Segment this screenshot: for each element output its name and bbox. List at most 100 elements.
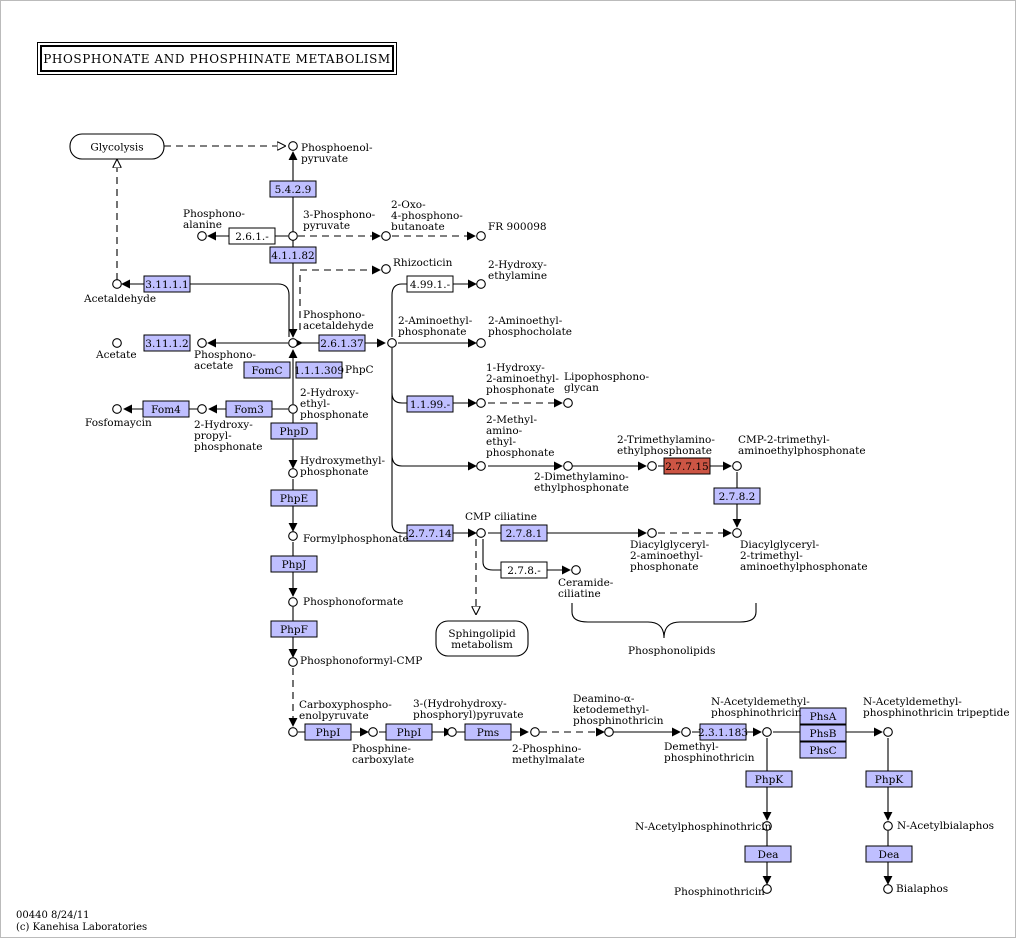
compound-node[interactable]	[647, 461, 657, 471]
enzyme-box[interactable]	[500, 561, 548, 579]
compound-node[interactable]	[762, 884, 772, 894]
compound-node[interactable]	[112, 279, 122, 289]
enzyme-e41182[interactable]: 4.1.1.82	[269, 246, 317, 264]
enzyme-box[interactable]	[799, 707, 847, 725]
enzyme-box[interactable]	[663, 457, 711, 475]
compound-node[interactable]	[476, 231, 486, 241]
enzyme-phsa[interactable]: PhsA	[799, 707, 847, 725]
enzyme-box[interactable]	[745, 770, 793, 788]
compound-node[interactable]	[288, 468, 298, 478]
enzyme-e5429[interactable]: 5.4.2.9	[269, 180, 317, 198]
compound-node[interactable]	[197, 338, 207, 348]
enzyme-box[interactable]	[464, 723, 512, 741]
enzyme-e27714[interactable]: 2.7.7.14	[406, 524, 454, 542]
compound-node[interactable]	[762, 727, 772, 737]
compound-node[interactable]	[288, 231, 298, 241]
enzyme-phpj[interactable]: PhpJ	[270, 555, 318, 573]
enzyme-fomc[interactable]: FomC	[243, 361, 291, 379]
enzyme-e261[interactable]: 2.6.1.-	[228, 227, 276, 245]
compound-node[interactable]	[571, 565, 581, 575]
compound-node[interactable]	[681, 727, 691, 737]
compound-node[interactable]	[476, 398, 486, 408]
enzyme-box[interactable]	[406, 524, 454, 542]
enzyme-phpe[interactable]: PhpE	[270, 489, 318, 507]
enzyme-e26137[interactable]: 2.6.1.37	[318, 334, 366, 352]
enzyme-box[interactable]	[304, 723, 352, 741]
enzyme-box[interactable]	[865, 845, 913, 863]
enzyme-box[interactable]	[143, 334, 191, 352]
compound-node[interactable]	[381, 264, 391, 274]
enzyme-e111309[interactable]: 1.1.1.309	[294, 361, 344, 379]
compound-node[interactable]	[647, 528, 657, 538]
enzyme-box[interactable]	[270, 555, 318, 573]
compound-node[interactable]	[762, 821, 772, 831]
compound-node[interactable]	[476, 279, 486, 289]
compound-node[interactable]	[381, 231, 391, 241]
enzyme-box[interactable]	[270, 422, 318, 440]
enzyme-box[interactable]	[318, 334, 366, 352]
compound-node[interactable]	[197, 404, 207, 414]
enzyme-phpf[interactable]: PhpF	[270, 620, 318, 638]
compound-node[interactable]	[288, 531, 298, 541]
compound-node[interactable]	[447, 727, 457, 737]
enzyme-e4991[interactable]: 4.99.1.-	[406, 275, 454, 293]
enzyme-e27715[interactable]: 2.7.7.15	[663, 457, 711, 475]
compound-node[interactable]	[112, 404, 122, 414]
enzyme-phpk1[interactable]: PhpK	[745, 770, 793, 788]
compound-node[interactable]	[288, 727, 298, 737]
compound-node[interactable]	[112, 338, 122, 348]
enzyme-box[interactable]	[269, 180, 317, 198]
enzyme-box[interactable]	[385, 723, 433, 741]
enzyme-fom3[interactable]: Fom3	[225, 400, 273, 418]
compound-node[interactable]	[288, 657, 298, 667]
enzyme-box[interactable]	[713, 487, 761, 505]
compound-node[interactable]	[476, 338, 486, 348]
enzyme-fom4[interactable]: Fom4	[142, 400, 190, 418]
enzyme-dea2[interactable]: Dea	[865, 845, 913, 863]
compound-node[interactable]	[732, 528, 742, 538]
enzyme-box[interactable]	[142, 400, 190, 418]
enzyme-box[interactable]	[406, 395, 454, 413]
enzyme-box[interactable]	[270, 620, 318, 638]
compound-node[interactable]	[288, 597, 298, 607]
enzyme-box[interactable]	[799, 741, 847, 759]
compound-node[interactable]	[368, 727, 378, 737]
enzyme-e231183[interactable]: 2.3.1.183	[698, 723, 748, 741]
compound-node[interactable]	[197, 231, 207, 241]
compound-node[interactable]	[883, 821, 893, 831]
enzyme-box[interactable]	[699, 723, 747, 741]
enzyme-phpd[interactable]: PhpD	[270, 422, 318, 440]
compound-node[interactable]	[563, 398, 573, 408]
compound-node[interactable]	[476, 461, 486, 471]
compound-node[interactable]	[387, 338, 397, 348]
compound-node[interactable]	[883, 884, 893, 894]
enzyme-box[interactable]	[143, 275, 191, 293]
enzyme-phsb[interactable]: PhsB	[799, 724, 847, 742]
enzyme-box[interactable]	[270, 489, 318, 507]
enzyme-box[interactable]	[500, 524, 548, 542]
enzyme-pms[interactable]: Pms	[464, 723, 512, 741]
enzyme-dea1[interactable]: Dea	[744, 845, 792, 863]
enzyme-box[interactable]	[744, 845, 792, 863]
enzyme-box[interactable]	[228, 227, 276, 245]
enzyme-box[interactable]	[269, 246, 317, 264]
enzyme-box[interactable]	[406, 275, 454, 293]
enzyme-phpi2[interactable]: PhpI	[385, 723, 433, 741]
sphingolipid-map-link[interactable]	[435, 620, 529, 657]
enzyme-phpk2[interactable]: PhpK	[865, 770, 913, 788]
compound-node[interactable]	[604, 727, 614, 737]
compound-node[interactable]	[732, 461, 742, 471]
compound-node[interactable]	[476, 528, 486, 538]
compound-node[interactable]	[288, 404, 298, 414]
enzyme-e278[interactable]: 2.7.8.-	[500, 561, 548, 579]
enzyme-e31112[interactable]: 3.11.1.2	[143, 334, 191, 352]
enzyme-phpi[interactable]: PhpI	[304, 723, 352, 741]
glycolysis-map-link[interactable]	[69, 133, 165, 160]
enzyme-e2781[interactable]: 2.7.8.1	[500, 524, 548, 542]
enzyme-phsc[interactable]: PhsC	[799, 741, 847, 759]
enzyme-box[interactable]	[799, 724, 847, 742]
enzyme-e2782[interactable]: 2.7.8.2	[713, 487, 761, 505]
compound-node[interactable]	[288, 338, 298, 348]
compound-node[interactable]	[288, 141, 298, 151]
enzyme-e31111[interactable]: 3.11.1.1	[143, 275, 191, 293]
